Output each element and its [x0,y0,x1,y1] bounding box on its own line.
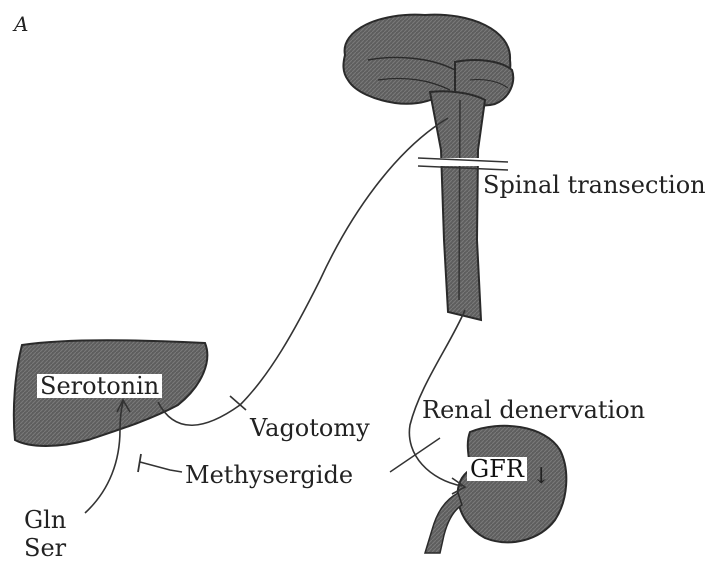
gfr-label: GFR [467,457,527,481]
vagotomy-block [230,396,246,410]
panel-label: A [14,14,28,34]
spinal-cord-icon [430,91,485,320]
gln-label: Gln [24,508,66,532]
methysergide-label: Methysergide [185,463,353,487]
methysergide-line [140,462,182,472]
renal-denervation-block [390,438,440,472]
gfr-decrease-arrow: ↓ [532,466,550,488]
renal-denervation-label: Renal denervation [422,398,645,422]
kidney-icon [425,426,566,553]
serotonin-label: Serotonin [37,374,162,398]
ser-label: Ser [24,536,66,560]
methysergide-block [138,454,141,472]
spinal-transection-label: Spinal transection [483,173,706,197]
spinal-transection-mark [418,158,508,170]
vagotomy-label: Vagotomy [250,416,370,440]
brain-icon [343,15,513,106]
